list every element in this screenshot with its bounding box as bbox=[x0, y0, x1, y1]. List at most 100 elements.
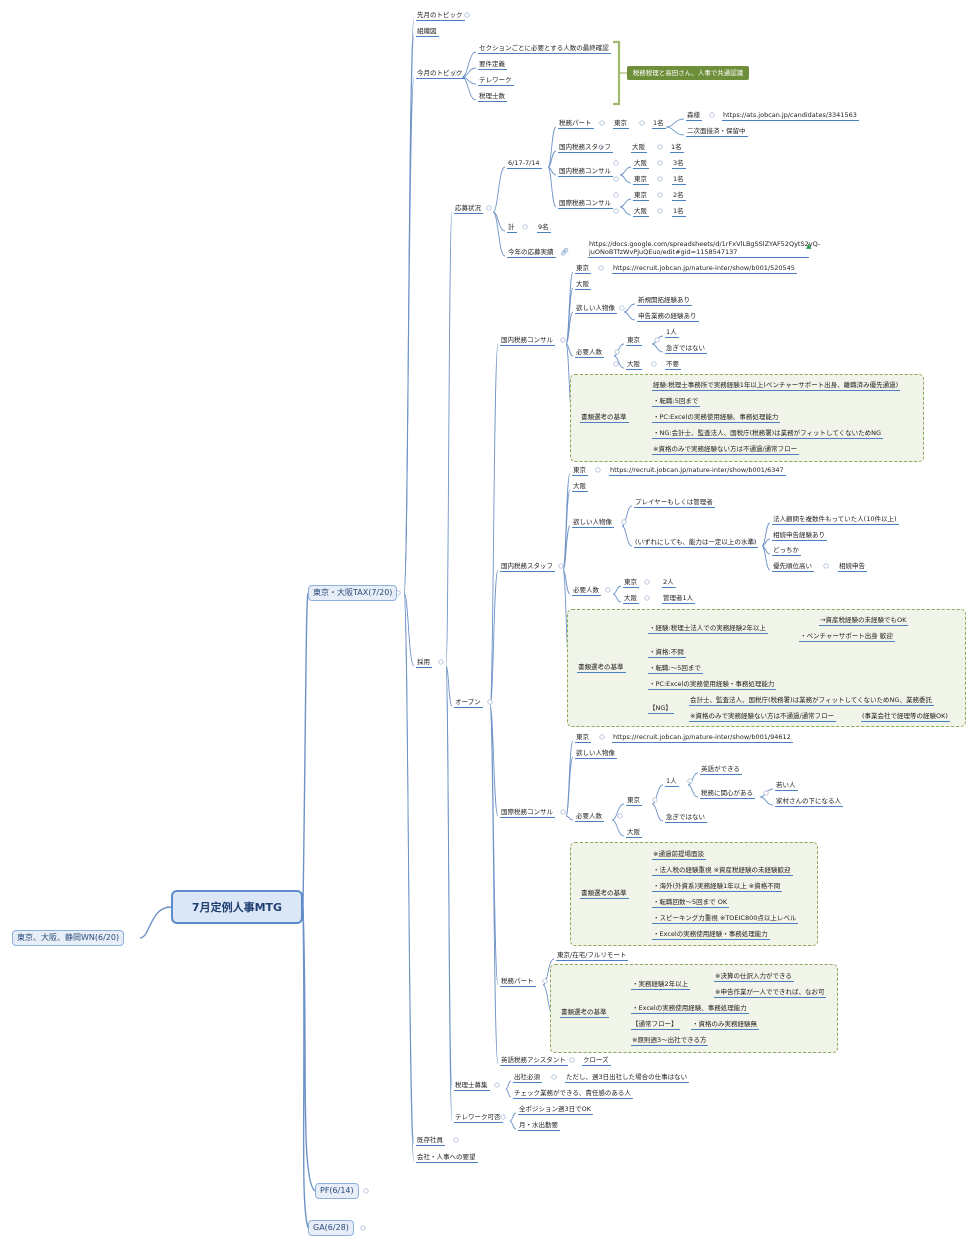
app-status[interactable]: 二次面接済・保留中 bbox=[686, 127, 748, 137]
app-osaka[interactable]: 大阪 bbox=[631, 143, 647, 153]
app-total[interactable]: 計 bbox=[507, 223, 517, 233]
topic-hiring[interactable]: 採用 bbox=[416, 658, 432, 668]
ic-screen-item[interactable]: ※通過前提場面談 bbox=[652, 850, 706, 860]
ic-need-tokyo[interactable]: 東京 bbox=[626, 796, 642, 806]
ic-want[interactable]: 欲しい人物像 bbox=[575, 749, 617, 759]
dc-screen-item[interactable]: ・転職:5回まで bbox=[652, 397, 701, 407]
dc-screen-label[interactable]: 書類選考の基準 bbox=[580, 413, 629, 423]
app-osaka[interactable]: 大阪 bbox=[633, 207, 649, 217]
dc-want-item[interactable]: 新規開拓経験あり bbox=[637, 296, 692, 306]
dc-need-count[interactable]: 1人 bbox=[665, 328, 679, 338]
dc-tokyo[interactable]: 東京 bbox=[575, 264, 591, 274]
ds-sub-item[interactable]: 相続申告 bbox=[838, 562, 867, 572]
ds-tokyo-url[interactable]: https://recruit.jobcan.jp/nature-inter/s… bbox=[609, 466, 786, 476]
ds-sub-item[interactable]: 法人顧問を複数件もっていた人(10件以上) bbox=[772, 515, 899, 525]
ic-screen-label[interactable]: 書類選考の基準 bbox=[580, 889, 629, 899]
ic-screen-item[interactable]: ・Excelの実務使用経験・事務処理能力 bbox=[652, 930, 770, 940]
accountant-check[interactable]: チェック業務ができる、責任感のある人 bbox=[513, 1089, 633, 1099]
ic-under[interactable]: 家村さんの下になる人 bbox=[775, 797, 843, 807]
ds-sub-item[interactable]: 優先順位高い bbox=[772, 562, 814, 572]
dc-screen-item[interactable]: ・NG:会計士、監査法人、国税庁(税務署)は業務がフィットしてくないためNG bbox=[652, 429, 884, 439]
dc-want[interactable]: 欲しい人物像 bbox=[575, 304, 617, 314]
tp-excel[interactable]: ・Excelの実務使用経験、事務処理能力 bbox=[631, 1004, 749, 1014]
topic-item[interactable]: 税理士数 bbox=[478, 92, 507, 102]
ic-need-count[interactable]: 1人 bbox=[665, 777, 679, 787]
ds-need-tokyo-value[interactable]: 2人 bbox=[662, 578, 676, 588]
ds-label[interactable]: 国内税務スタッフ bbox=[500, 562, 555, 572]
app-count[interactable]: 1名 bbox=[672, 207, 686, 217]
topic-item[interactable]: 要件定義 bbox=[478, 60, 507, 70]
ic-screen-item[interactable]: ・海外(外資系)実務経験1年以上 ※資格不問 bbox=[652, 882, 783, 892]
ds-ng-item[interactable]: ※資格のみで実務経験ない方は不通過/通常フロー bbox=[689, 712, 837, 722]
ic-english[interactable]: 英語ができる bbox=[700, 765, 742, 775]
app-sheet-url[interactable]: https://docs.google.com/spreadsheets/d/1… bbox=[588, 240, 821, 258]
ic-tokyo[interactable]: 東京 bbox=[575, 733, 591, 743]
dc-osaka[interactable]: 大阪 bbox=[575, 280, 591, 290]
bilingual-closed[interactable]: クローズ bbox=[582, 1056, 611, 1066]
dc-want-item[interactable]: 申告業務の経験あり bbox=[637, 312, 699, 322]
app-count[interactable]: 3名 bbox=[672, 159, 686, 169]
tp-normal-sub[interactable]: ・資格のみ実務経験無 bbox=[691, 1020, 759, 1030]
open-label[interactable]: オープン bbox=[454, 698, 483, 708]
ds-screen-item[interactable]: ・PC:Excelの実務使用経験・事務処理能力 bbox=[648, 680, 777, 690]
ds-sub-item[interactable]: 相続申告経験あり bbox=[772, 531, 827, 541]
telework-day[interactable]: 月・水出勤要 bbox=[518, 1121, 560, 1131]
app-tokyo[interactable]: 東京 bbox=[633, 191, 649, 201]
ic-tax-interest[interactable]: 税務に関心がある bbox=[700, 789, 755, 799]
tp-label[interactable]: 税務パート bbox=[500, 977, 536, 987]
ds-need-tokyo[interactable]: 東京 bbox=[623, 578, 639, 588]
ds-ng-note[interactable]: (事業会社で経理等の経験OK) bbox=[861, 712, 950, 722]
ic-need[interactable]: 必要人数 bbox=[575, 812, 604, 822]
applications-label[interactable]: 応募状況 bbox=[454, 204, 483, 214]
dc-need-osaka[interactable]: 大阪 bbox=[626, 360, 642, 370]
dc-tokyo-url[interactable]: https://recruit.jobcan.jp/nature-inter/s… bbox=[612, 264, 797, 274]
dc-need-tokyo[interactable]: 東京 bbox=[626, 336, 642, 346]
accountant-label[interactable]: 税理士募集 bbox=[454, 1081, 490, 1091]
ds-screen-item[interactable]: ・転職:～5回まで bbox=[648, 664, 703, 674]
branch-east-west[interactable]: 東京、大阪、静岡WN(6/20) bbox=[12, 930, 125, 946]
link-icon[interactable]: 🔗︎ bbox=[560, 248, 569, 256]
ds-need-osaka[interactable]: 大阪 bbox=[623, 594, 639, 604]
topic-this-month[interactable]: 今月のトピック bbox=[416, 69, 465, 79]
branch-ga[interactable]: GA(6/28) bbox=[308, 1220, 354, 1236]
ds-exp[interactable]: ・経験:税理士法人での実務経験2年以上 bbox=[648, 624, 768, 634]
ds-anyway[interactable]: (いずれにしても、能力は一定以上の水準) bbox=[634, 538, 759, 548]
ic-osaka[interactable]: 大阪 bbox=[626, 828, 642, 838]
app-tax-part[interactable]: 税務パート bbox=[558, 119, 594, 129]
ds-want[interactable]: 欲しい人物像 bbox=[572, 518, 614, 528]
topic-item[interactable]: セクションごとに必要とする人数の最終確認 bbox=[478, 44, 611, 54]
tp-normal[interactable]: 【通常フロー】 bbox=[631, 1020, 680, 1030]
app-count[interactable]: 1名 bbox=[670, 143, 684, 153]
app-count[interactable]: 2名 bbox=[672, 191, 686, 201]
app-osaka[interactable]: 大阪 bbox=[633, 159, 649, 169]
branch-pf[interactable]: PF(6/14) bbox=[315, 1183, 359, 1199]
app-count[interactable]: 1名 bbox=[652, 119, 666, 129]
app-tokyo[interactable]: 東京 bbox=[613, 119, 629, 129]
tp-location[interactable]: 東京/在宅/フルリモート bbox=[556, 951, 629, 961]
dc-screen-item[interactable]: ※資格のみで実務経験ない方は不通過/通常フロー bbox=[652, 445, 800, 455]
tp-exp-sub[interactable]: ※申告作業が一人でできれば、なお可 bbox=[714, 988, 827, 998]
topic-existing-staff[interactable]: 既存社員 bbox=[416, 1136, 445, 1146]
ds-ng-item[interactable]: 会計士、監査法人、国税庁(税務署)は業務がフィットしてくないためNG、業務委託 bbox=[689, 696, 934, 706]
applications-period[interactable]: 6/17-7/14 bbox=[507, 159, 542, 169]
topic-org-chart[interactable]: 組織図 bbox=[416, 27, 439, 37]
drive-icon[interactable]: ▲ bbox=[806, 242, 812, 250]
app-candidate-url[interactable]: https://ats.jobcan.jp/candidates/3341563 bbox=[722, 111, 859, 121]
ds-screen-label[interactable]: 書類選考の基準 bbox=[577, 663, 626, 673]
app-tokyo[interactable]: 東京 bbox=[633, 175, 649, 185]
ds-screen-item[interactable]: ・資格:不問 bbox=[648, 648, 686, 658]
tp-exp[interactable]: ・実務経験2年以上 bbox=[631, 980, 691, 990]
accountant-office[interactable]: 出社必須 bbox=[513, 1073, 542, 1083]
dc-need[interactable]: 必要人数 bbox=[575, 348, 604, 358]
bilingual-assistant[interactable]: 英語税務アシスタント bbox=[500, 1056, 568, 1066]
app-count[interactable]: 1名 bbox=[672, 175, 686, 185]
branch-tax[interactable]: 東京・大阪TAX(7/20) bbox=[308, 585, 398, 601]
ds-sub-item[interactable]: どっちか bbox=[772, 546, 801, 556]
ic-screen-item[interactable]: ・スピーキング力重視 ※TOEIC800点以上レベル bbox=[652, 914, 799, 924]
ds-need[interactable]: 必要人数 bbox=[572, 586, 601, 596]
app-intl-consul[interactable]: 国際税務コンサル bbox=[558, 199, 613, 209]
topic-item[interactable]: テレワーク bbox=[478, 76, 514, 86]
app-domestic-staff[interactable]: 国内税務スタッフ bbox=[558, 143, 613, 153]
accountant-office-note[interactable]: ただし、週3日出社した場合の仕事はない bbox=[565, 1073, 690, 1083]
app-this-year[interactable]: 今年の応募実績 bbox=[507, 248, 556, 258]
